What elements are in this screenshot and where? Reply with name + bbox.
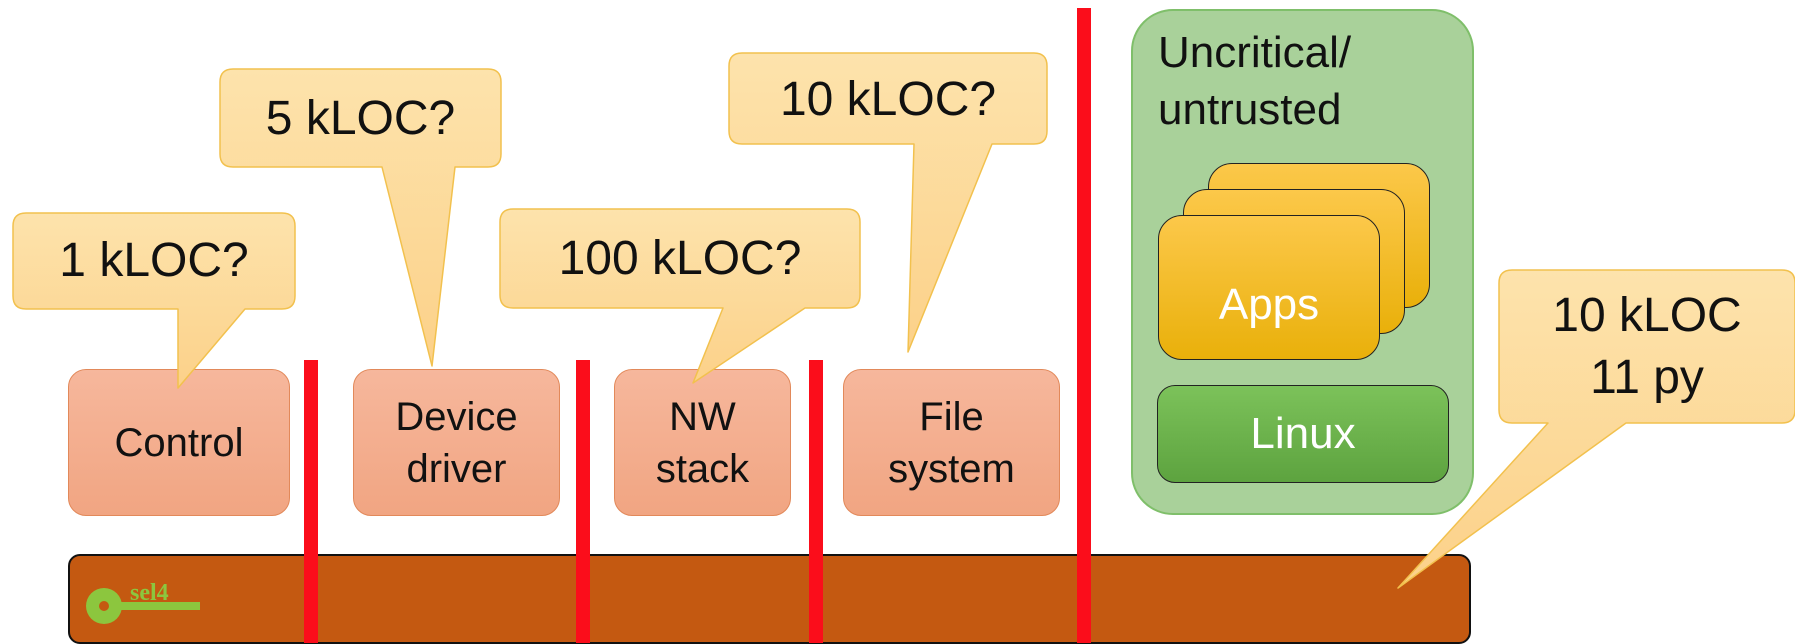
- sel4-kernel-bar: [68, 554, 1471, 644]
- untrusted-title: Uncritical/ untrusted: [1158, 28, 1352, 135]
- device-driver-label: Device driver: [395, 394, 518, 491]
- sel4-logo-text: sel4: [130, 580, 169, 606]
- apps-label: Apps: [1218, 280, 1320, 329]
- control-label: Control: [114, 420, 244, 465]
- callout-kernel-text: 10 kLOC 11 py: [1552, 289, 1742, 405]
- callout-device-driver-text: 5 kLOC?: [265, 92, 456, 145]
- callout-file-system: [728, 52, 1048, 353]
- linux-label: Linux: [1250, 409, 1356, 458]
- callout-control: [12, 212, 296, 389]
- separator-1: [304, 360, 318, 643]
- file-system-box: File system: [843, 369, 1060, 516]
- nw-stack-label: NW stack: [655, 394, 750, 491]
- nw-stack-box: NW stack: [614, 369, 791, 516]
- separator-2: [576, 360, 590, 643]
- file-system-label: File system: [888, 394, 1015, 491]
- callout-nw-stack: [499, 208, 861, 384]
- device-driver-box: Device driver: [353, 369, 560, 516]
- callout-file-system-text: 10 kLOC?: [779, 73, 997, 126]
- callout-kernel: [1397, 269, 1795, 589]
- control-box: Control: [68, 369, 290, 516]
- callout-device-driver: [219, 68, 502, 367]
- callout-nw-stack-text: 100 kLOC?: [558, 232, 802, 285]
- separator-3: [809, 360, 823, 643]
- app-window-front: [1158, 215, 1380, 360]
- sel4-logo: sel4: [86, 580, 200, 624]
- separator-main: [1077, 8, 1091, 643]
- callout-control-text: 1 kLOC?: [59, 234, 249, 287]
- linux-box: Linux: [1157, 385, 1449, 483]
